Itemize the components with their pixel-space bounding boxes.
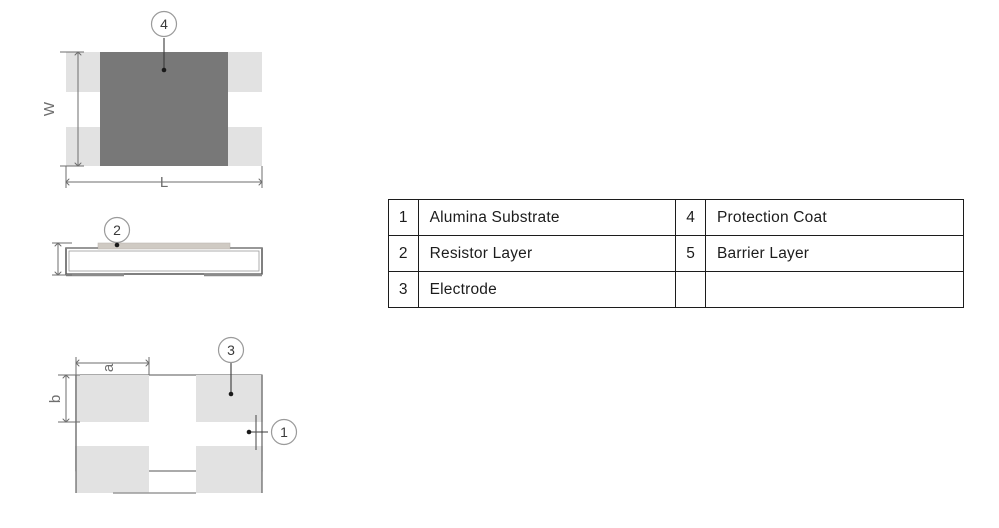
legend-num-3: 3 (388, 271, 419, 308)
top-view-dim-w (60, 51, 84, 167)
bottom-view-dim-a-label: a (100, 363, 117, 372)
bottom-view-dim-b (58, 374, 80, 423)
top-view-notch-left (66, 92, 100, 127)
callout-4-dot (161, 67, 167, 73)
legend-num-5: 5 (675, 235, 706, 272)
side-view-substrate (65, 247, 263, 275)
legend-label-2: Resistor Layer (417, 235, 677, 272)
callout-2-label: 2 (113, 222, 121, 238)
bottom-view-dim-b-label: b (47, 395, 64, 403)
legend-label-5: Barrier Layer (704, 235, 965, 272)
top-view-group: W L 4 (41, 10, 263, 191)
callout-3: 3 (217, 336, 245, 397)
bottom-view-pad-top-right (196, 375, 262, 422)
legend-num-2: 2 (388, 235, 419, 272)
side-view-inner-outline (68, 250, 260, 272)
callout-2: 2 (103, 216, 131, 248)
legend-label-4: Protection Coat (704, 199, 965, 236)
table-row: 2 Resistor Layer 5 Barrier Layer (388, 235, 965, 272)
bottom-view-pad-bottom-right (196, 446, 262, 493)
callout-1: 1 (246, 415, 298, 450)
legend-table: 1 Alumina Substrate 4 Protection Coat 2 … (388, 199, 965, 308)
side-view-group: 2 (52, 216, 263, 277)
callout-4: 4 (150, 10, 178, 73)
top-view-dim-w-label: W (41, 101, 58, 116)
table-row: 3 Electrode (388, 271, 965, 308)
side-view-dim-thickness (52, 242, 72, 276)
legend-num-4: 4 (675, 199, 706, 236)
bottom-view-pad-top-left (76, 375, 149, 422)
side-view-resistor-layer (97, 242, 231, 250)
legend-label-empty (704, 271, 965, 308)
callout-4-label: 4 (160, 16, 168, 32)
legend-label-1: Alumina Substrate (417, 199, 677, 236)
legend-num-1: 1 (388, 199, 419, 236)
table-row: 1 Alumina Substrate 4 Protection Coat (388, 199, 965, 236)
top-view-dim-l (65, 166, 263, 188)
legend-num-empty (675, 271, 706, 308)
callout-3-dot (228, 391, 234, 397)
legend-label-3: Electrode (417, 271, 677, 308)
top-view-dim-l-label: L (160, 174, 168, 191)
callout-2-dot (114, 242, 120, 248)
bottom-view-pad-bottom-left (76, 446, 149, 493)
bottom-view-group: a b 3 1 (47, 336, 298, 494)
bottom-view-dim-a (75, 357, 150, 375)
callout-1-label: 1 (280, 424, 288, 440)
top-view-notch-right (228, 92, 262, 127)
callout-1-dot (246, 429, 252, 435)
callout-3-label: 3 (227, 342, 235, 358)
